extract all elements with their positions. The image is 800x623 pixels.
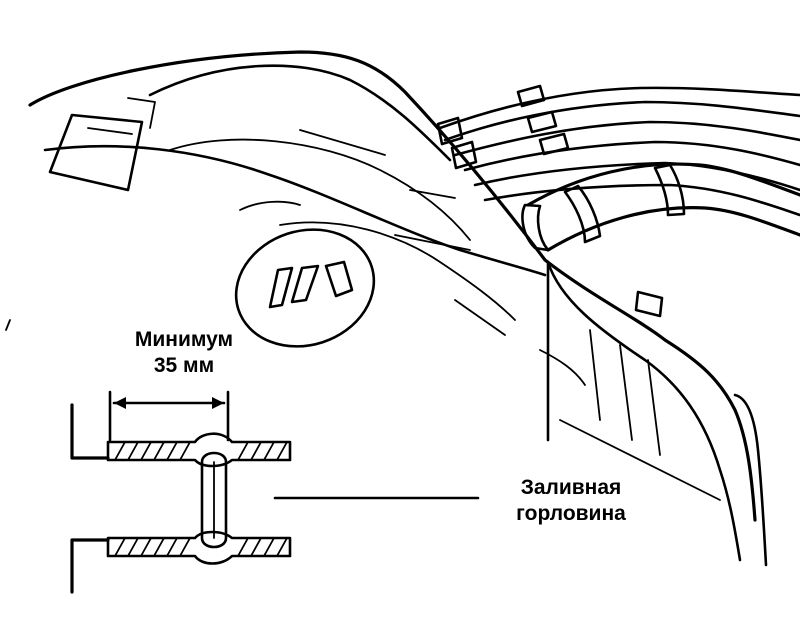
body-contour-mid [169,138,471,241]
access-cover-oval [234,228,376,348]
body-stroke-d [239,200,301,211]
panel-edge-slope [546,260,742,562]
stray-mark [5,319,11,331]
dimension-arrow-left [114,397,126,409]
filler-neck-label-line2: горловина [516,502,626,525]
wire-boot-1 [516,84,546,108]
hose-clamp-1 [563,184,602,244]
dimension-label: Минимум 35 мм [96,327,272,379]
wire-boot-3 [538,132,570,156]
cover-slot-3 [324,260,354,298]
wire-boot-4 [436,116,464,146]
lower-wall [106,530,292,565]
body-stroke-e [409,189,456,199]
body-contour-low [279,221,516,321]
harness-wire-6 [483,183,800,217]
section-hose [200,451,228,549]
dimension-arrow-right [212,397,224,409]
harness-wire-2 [443,100,800,142]
harness-wire-4 [463,140,800,172]
bracket-left [48,113,144,192]
panel-clip [634,290,664,318]
bracket-left-inner [87,127,133,135]
dimension-label-line2: 35 мм [153,354,215,377]
body-stroke-f [539,349,586,386]
wire-boot-5 [450,140,478,170]
cover-slot-2 [290,264,320,304]
dimension-label-line1: Минимум [134,328,234,351]
section-left-wall-bottom [70,538,110,594]
hood-outline [28,50,757,522]
panel-seam-3 [647,359,661,456]
hose-end-collar [521,203,550,252]
section-left-wall-top [70,403,110,460]
panel-seam-1 [589,329,601,421]
lower-hatching [114,537,288,557]
hose-clamp-2 [653,163,686,217]
harness-wire-1 [438,86,800,130]
filler-neck-label: Заливная горловина [486,475,656,527]
panel-seam-2 [619,344,633,441]
upper-hatching [114,441,288,461]
filler-pipe-section [70,390,480,594]
body-stroke-a [299,129,386,156]
filler-hose-top [526,162,800,207]
panel-inner-line [559,419,721,501]
body-stroke-c [454,299,506,336]
filler-neck-label-line1: Заливная [520,476,622,499]
wire-boot-2 [526,110,558,134]
body-contour-lower [43,144,547,277]
harness-wire-3 [453,120,800,157]
hood-inner-edge [148,64,452,162]
bracket-tab [127,97,156,129]
body-right-edge [733,393,768,567]
upper-wall [106,432,292,468]
cover-slot-1 [268,266,294,309]
filler-hose-bottom [546,206,800,252]
body-stroke-b [394,234,471,251]
